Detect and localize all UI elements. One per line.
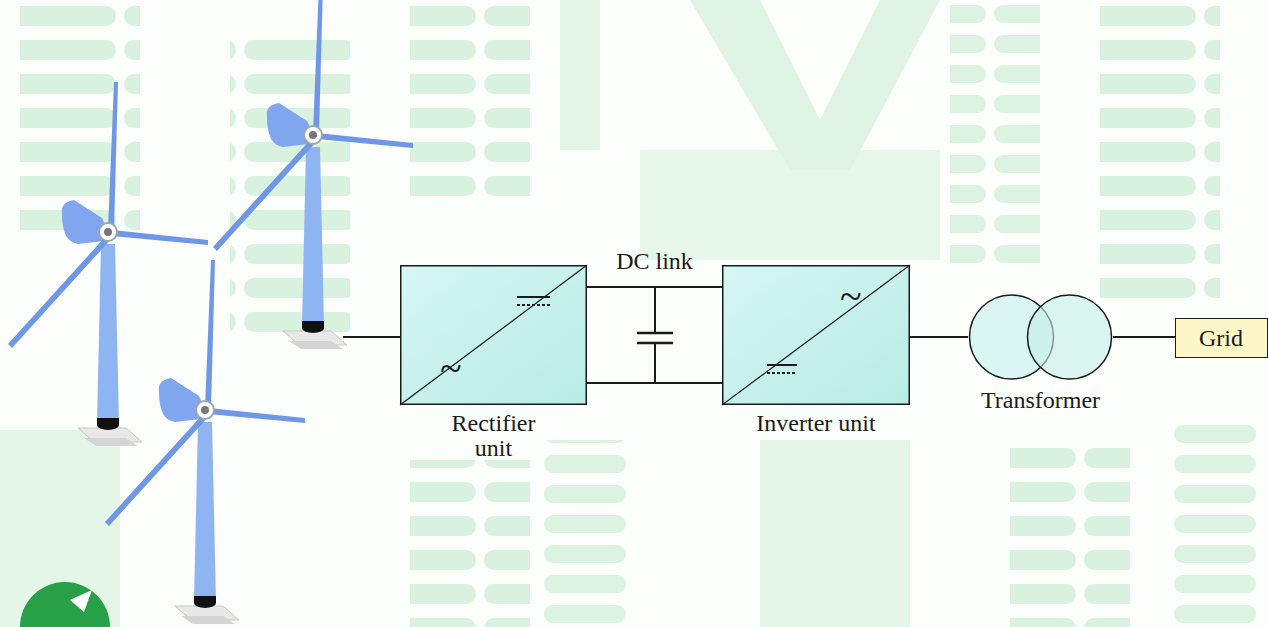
feeder-wire: [343, 336, 400, 338]
transformer-caption: Transformer: [981, 388, 1100, 413]
ac-symbol: ~: [440, 349, 462, 389]
connector-wire: [587, 286, 722, 288]
connector-wire: [910, 336, 968, 338]
logo-mark: [20, 582, 110, 627]
capacitor-symbol: [637, 287, 673, 383]
connector-wire: [587, 382, 722, 384]
shape-outline: [400, 265, 587, 405]
wind-turbine: [213, 0, 413, 349]
converter-box: ~Rectifier unit: [400, 265, 587, 405]
shape-outline: [968, 294, 1113, 380]
grid-label: Grid: [1199, 326, 1243, 350]
transformer-symbol: Transformer: [968, 294, 1113, 380]
unit-caption: Inverter unit: [756, 411, 876, 436]
ac-symbol: ~: [840, 277, 862, 317]
grid-box: Grid: [1175, 318, 1268, 358]
unit-caption: Rectifier unit: [434, 411, 554, 461]
wind-turbine: [105, 260, 305, 624]
edge-label: DC link: [616, 249, 693, 273]
shape-outline: [722, 265, 910, 405]
converter-box: ~Inverter unit: [722, 265, 910, 405]
connector-wire: [1113, 336, 1175, 338]
